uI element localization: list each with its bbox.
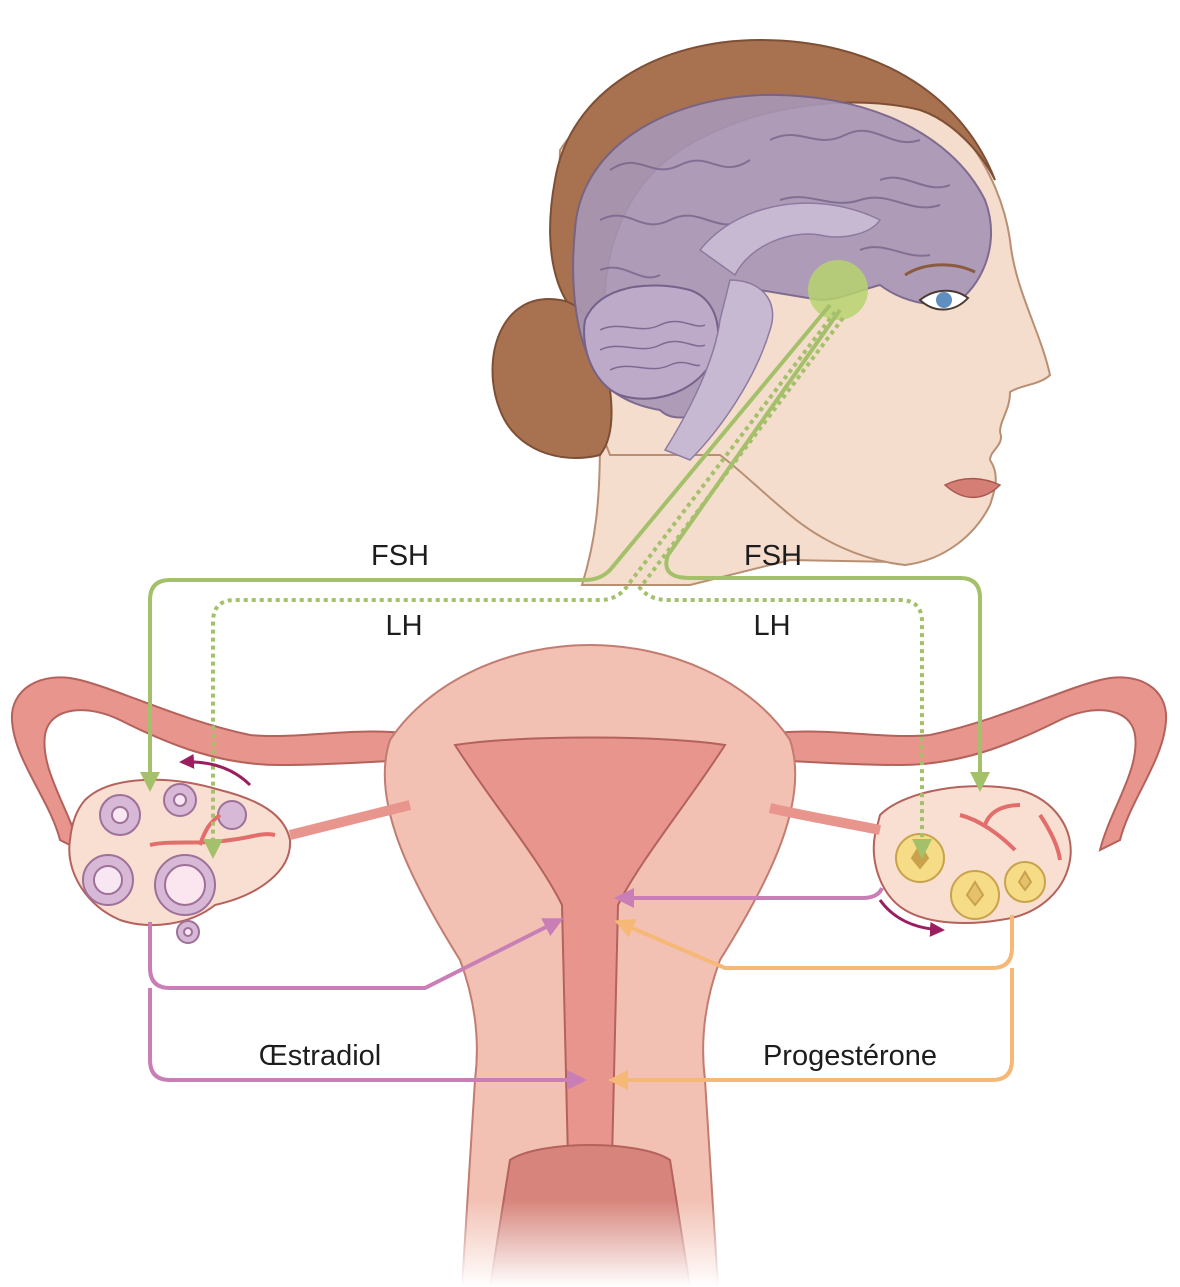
- vessels-left: [149, 813, 276, 847]
- ovulation-arrow-left: [179, 753, 252, 787]
- lips: [943, 477, 1002, 499]
- right-fallopian-tube: [759, 676, 1168, 852]
- brain-midline: [698, 202, 882, 277]
- iris: [936, 292, 952, 308]
- label-lh-left: LH: [385, 610, 422, 642]
- cerebellum-folia: [599, 320, 706, 371]
- estradiol-arrow-right-ovary: [614, 887, 884, 908]
- bottom-fade: [440, 1200, 740, 1287]
- progesterone-arrow-lower: [608, 968, 1014, 1090]
- progesterone-arrow-upper: [614, 915, 1014, 970]
- fsh-arrow-left: [140, 303, 832, 792]
- vessels-right: [959, 803, 1062, 861]
- label-estradiol: Œstradiol: [259, 1040, 382, 1072]
- lh-arrow-right: [637, 316, 932, 859]
- brain-gyri: [599, 129, 951, 279]
- follicles-left: [82, 783, 247, 944]
- right-ovary: [768, 785, 1072, 924]
- label-progesterone: Progestérone: [763, 1040, 937, 1072]
- label-fsh-right: FSH: [744, 540, 802, 572]
- eyebrow: [904, 263, 976, 277]
- ovarian-ligament-left: [288, 800, 412, 840]
- uterus-icon: [10, 643, 1168, 1287]
- left-ovary: [68, 778, 412, 944]
- label-lh-right: LH: [753, 610, 790, 642]
- pituitary-gland: [808, 260, 868, 320]
- estradiol-arrow-upper: [148, 918, 564, 990]
- uterine-cavity: [453, 736, 727, 1161]
- female-head-icon: [491, 38, 1052, 586]
- label-fsh-left: FSH: [371, 540, 429, 572]
- ovarian-ligament-right: [768, 803, 881, 835]
- fsh-arrow-right: [664, 308, 990, 792]
- left-fallopian-tube: [10, 676, 421, 852]
- estradiol-arrow-lower: [148, 988, 587, 1090]
- brainstem: [663, 279, 774, 461]
- ovulation-arrow-right: [878, 899, 945, 937]
